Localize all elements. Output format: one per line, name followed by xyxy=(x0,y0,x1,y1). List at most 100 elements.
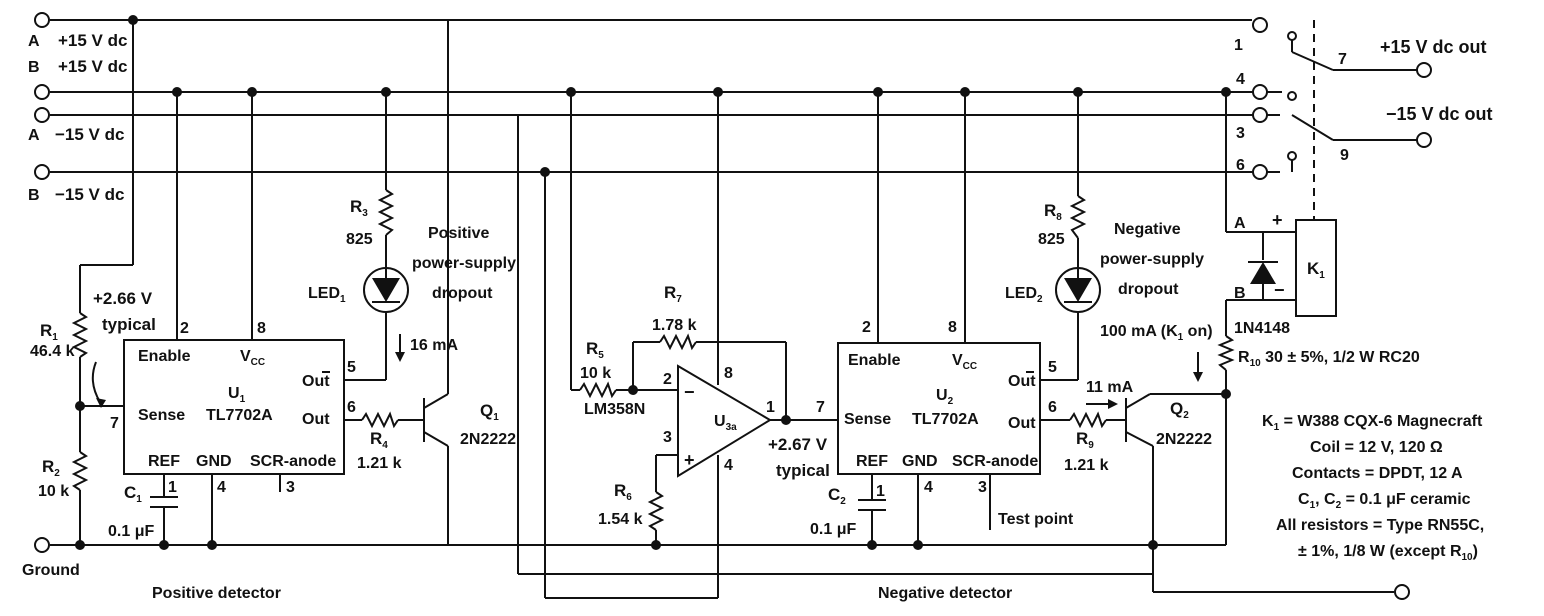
u2-name-label: U2 xyxy=(936,387,954,407)
r5-value: 10 k xyxy=(580,365,611,382)
led1-triangle xyxy=(372,278,400,302)
sense-voltage-label: +2.66 V xyxy=(93,289,153,308)
led1-label-line1: Positive xyxy=(428,225,489,242)
relay-pin-b: B xyxy=(1234,285,1246,302)
u2-pin-scr: 3 xyxy=(978,479,987,496)
u2-pin-sense: 7 xyxy=(816,399,825,416)
r2-name: R2 xyxy=(42,457,60,479)
u1-pin-gnd: 4 xyxy=(217,479,226,496)
r7-value: 1.78 k xyxy=(652,317,697,334)
u2-pin-vcc: 8 xyxy=(948,319,957,336)
u2-chip xyxy=(837,342,1041,475)
contact-6-label: 6 xyxy=(1236,157,1245,174)
input-b-neg-label: −15 V dc xyxy=(55,185,124,204)
u2-pin-gnd: 4 xyxy=(924,479,933,496)
terminal-a-pos xyxy=(34,12,50,28)
contact-4-blade xyxy=(1287,91,1297,101)
resistor-r2 xyxy=(71,451,89,491)
contact-3 xyxy=(1252,107,1268,123)
u2-part-label: TL7702A xyxy=(912,411,979,428)
c2-name: C2 xyxy=(828,485,846,507)
input-a-neg-label: −15 V dc xyxy=(55,125,124,144)
diode-1n4148 xyxy=(1248,261,1278,284)
u1-pin-vcc: 8 xyxy=(257,320,266,337)
negative-detector-section-label: Negative detector xyxy=(878,585,1012,602)
c1-value: 0.1 μF xyxy=(108,523,154,540)
opamp-minus: − xyxy=(684,382,695,402)
contact-4-label: 4 xyxy=(1236,71,1245,88)
u1-pin-out-bar: 5 xyxy=(347,359,356,376)
opamp-name: U3a xyxy=(714,413,737,433)
c2-value: 0.1 μF xyxy=(810,521,856,538)
r8-value: 825 xyxy=(1038,231,1065,248)
u1-out-bar-label: Out xyxy=(302,373,330,390)
u2-enable-label: Enable xyxy=(848,352,901,369)
c1-name: C1 xyxy=(124,483,142,505)
u1-name-label: U1 xyxy=(228,385,246,405)
neg-out-label: −15 V dc out xyxy=(1386,104,1493,124)
leds xyxy=(363,267,1101,313)
opamp-pin-inv: 2 xyxy=(663,371,672,388)
r5-name: R5 xyxy=(586,339,604,361)
relay-pin-a: A xyxy=(1234,215,1246,232)
contact-6 xyxy=(1252,164,1268,180)
c1-pin: 1 xyxy=(168,479,177,496)
opamp-pin-vcc: 8 xyxy=(724,365,733,382)
terminal-b-neg xyxy=(34,164,50,180)
r3-name: R3 xyxy=(350,197,368,219)
u1-pin-sense: 7 xyxy=(110,415,119,432)
c2-pin: 1 xyxy=(876,483,885,500)
wires xyxy=(50,19,1424,599)
resistor-r9 xyxy=(1069,411,1107,429)
note-resistors-2: ± 1%, 1/8 W (except R10) xyxy=(1298,543,1478,563)
r9-name: R9 xyxy=(1076,429,1094,451)
u2-vcc-label: VCC xyxy=(952,352,977,372)
input-a-pos-letter: A xyxy=(28,33,40,50)
resistor-r4 xyxy=(361,411,399,429)
resistors xyxy=(71,189,1235,531)
led1-label-line3: dropout xyxy=(432,285,493,302)
opamp-pin-out: 1 xyxy=(766,399,775,416)
opamp-pin-gnd: 4 xyxy=(724,457,733,474)
note-coil: Coil = 12 V, 120 Ω xyxy=(1310,439,1443,456)
q1-name: Q1 xyxy=(480,401,499,423)
r3-value: 825 xyxy=(346,231,373,248)
contact-6-blade xyxy=(1287,151,1297,161)
u1-scr-label: SCR-anode xyxy=(250,453,336,470)
u2-out-bar-label: Out xyxy=(1008,373,1036,390)
test-point-label: Test point xyxy=(998,511,1074,528)
terminal-neg-out xyxy=(1416,132,1432,148)
note-contacts: Contacts = DPDT, 12 A xyxy=(1292,465,1463,482)
positive-detector-section-label: Positive detector xyxy=(152,585,281,602)
resistor-r10 xyxy=(1217,335,1235,371)
relay-k1-coil xyxy=(1295,219,1337,317)
contact-3-label: 3 xyxy=(1236,125,1245,142)
opamp-u3a xyxy=(677,364,772,478)
u1-gnd-label: GND xyxy=(196,453,232,470)
contact-7-label: 7 xyxy=(1338,51,1347,68)
u1-chip xyxy=(123,339,345,475)
u2-gnd-label: GND xyxy=(902,453,938,470)
r6-name: R6 xyxy=(614,481,632,503)
u2-scr-label: SCR-anode xyxy=(952,453,1038,470)
terminal-pos-out xyxy=(1416,62,1432,78)
resistor-r7 xyxy=(659,333,697,351)
resistor-r5 xyxy=(579,381,617,399)
u1-pin-scr: 3 xyxy=(286,479,295,496)
junction-dots xyxy=(75,15,1231,550)
r2-value: 10 k xyxy=(38,483,69,500)
u1-ref-label: REF xyxy=(148,453,180,470)
opamp-part-label: LM358N xyxy=(584,401,645,418)
contact-1-label: 1 xyxy=(1234,37,1243,54)
sense-typical-label: typical xyxy=(102,315,156,334)
led1-label-line2: power-supply xyxy=(412,255,516,272)
capacitors xyxy=(150,496,886,511)
diode-label: 1N4148 xyxy=(1234,320,1290,337)
relay-plus: + xyxy=(1272,210,1283,230)
u1-current-label: 16 mA xyxy=(410,337,458,354)
u2-out-label: Out xyxy=(1008,415,1036,432)
u1-pin-out: 6 xyxy=(347,399,356,416)
u1-enable-label: Enable xyxy=(138,348,191,365)
contact-1-blade xyxy=(1287,31,1297,41)
r7-name: R7 xyxy=(664,283,682,305)
